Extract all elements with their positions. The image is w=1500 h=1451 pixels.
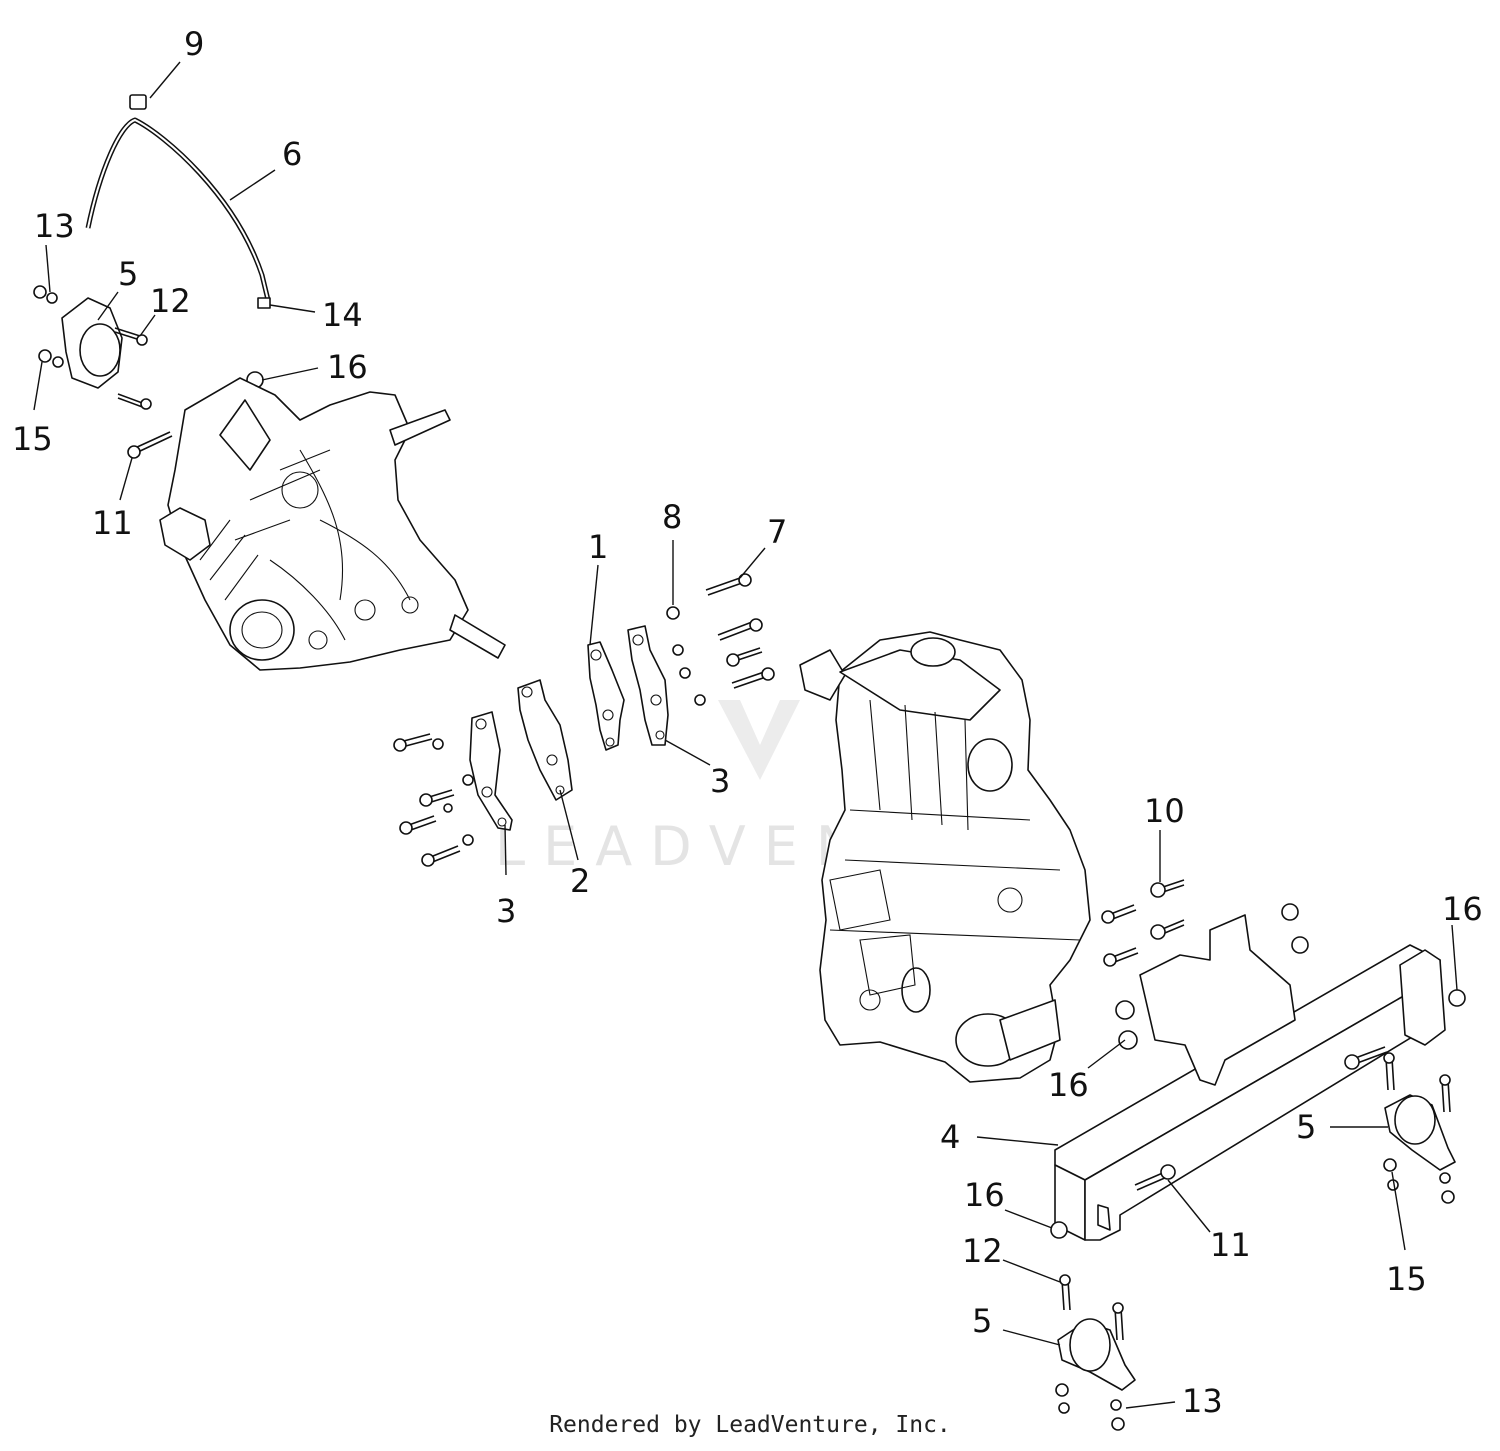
callout-9: 9	[184, 25, 204, 63]
vent-hose	[85, 94, 271, 309]
hose-nut	[257, 297, 271, 309]
callout-3-upper: 3	[710, 762, 730, 800]
right-engine-mount	[1383, 1052, 1456, 1204]
callout-15: 15	[12, 420, 53, 458]
callout-4: 4	[940, 1118, 960, 1156]
callout-15-lower: 15	[1386, 1260, 1427, 1298]
render-credit: Rendered by LeadVenture, Inc.	[549, 1412, 951, 1438]
callout-5-lower: 5	[972, 1302, 992, 1340]
upper-engine-mount	[33, 285, 264, 459]
callout-16-center: 16	[1048, 1066, 1089, 1104]
callout-7: 7	[767, 513, 787, 551]
lower-engine-mount	[1055, 1274, 1136, 1431]
callout-11: 11	[92, 504, 133, 542]
callout-8: 8	[662, 498, 682, 536]
callout-11-lower: 11	[1210, 1226, 1251, 1264]
engine-mount-bolts	[1101, 879, 1309, 967]
callout-5-right: 5	[1296, 1108, 1316, 1146]
callout-6: 6	[282, 135, 302, 173]
callout-numbers: 9 6 13 5 12 14 16 15 11 8 7 1 3 3 2 10 1…	[12, 25, 1483, 1420]
callout-2: 2	[570, 862, 590, 900]
frame-crossmember	[1050, 914, 1466, 1241]
callout-16: 16	[327, 348, 368, 386]
callout-14: 14	[322, 296, 363, 334]
adapter-plates	[469, 625, 669, 831]
engine	[799, 631, 1091, 1083]
callout-16-right: 16	[1442, 890, 1483, 928]
hose-clamp	[129, 94, 147, 110]
plate-fasteners	[393, 573, 775, 867]
callout-12: 12	[150, 282, 191, 320]
callout-10: 10	[1144, 792, 1185, 830]
callout-13-lower: 13	[1182, 1382, 1223, 1420]
callout-16-lower: 16	[964, 1176, 1005, 1214]
transmission	[159, 377, 506, 671]
callout-12-lower: 12	[962, 1232, 1003, 1270]
callout-leaders	[33, 61, 1458, 1409]
callout-5: 5	[118, 255, 138, 293]
callout-3-lower: 3	[496, 892, 516, 930]
callout-13: 13	[34, 207, 75, 245]
callout-1: 1	[588, 528, 608, 566]
